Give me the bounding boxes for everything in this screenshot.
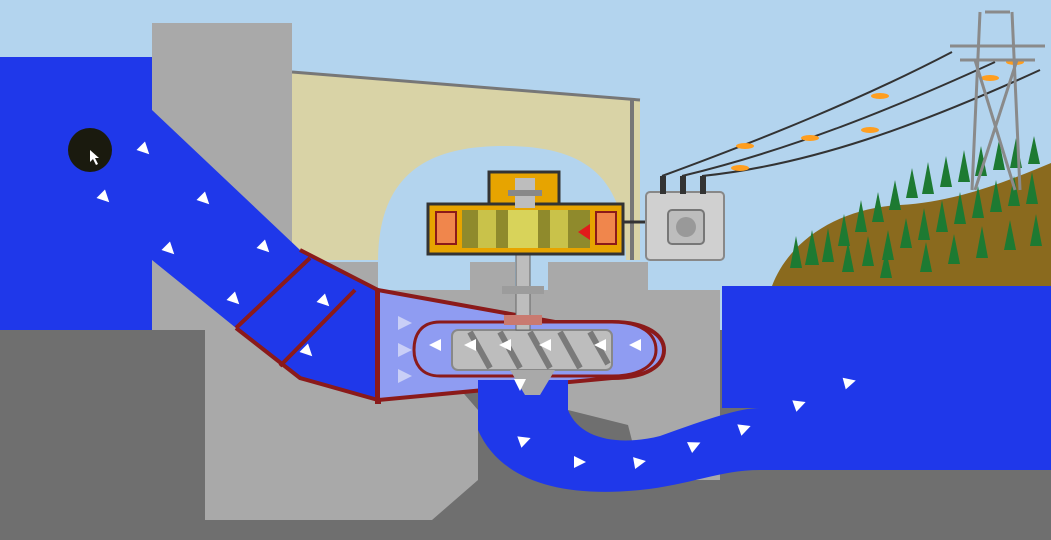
river <box>722 286 1051 408</box>
pier-right <box>548 262 648 302</box>
pier-left <box>470 262 515 302</box>
reservoir <box>0 57 152 330</box>
mouse-cursor-icon <box>68 128 112 172</box>
